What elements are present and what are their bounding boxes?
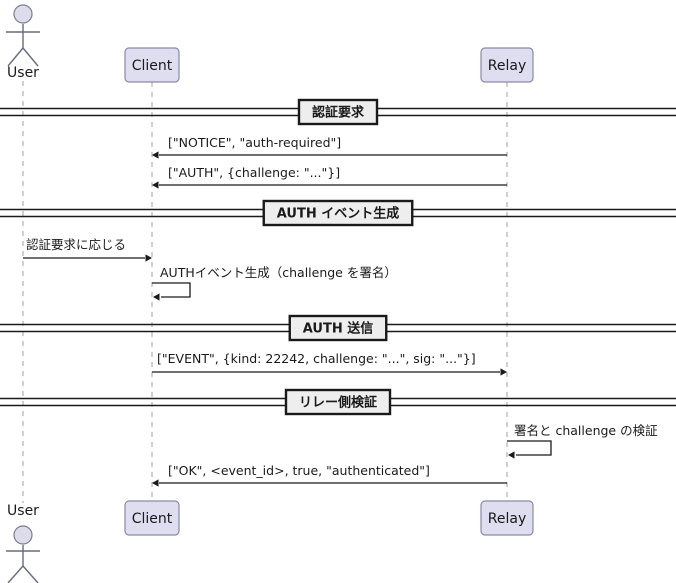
divider-label-text: AUTH イベント生成	[277, 206, 400, 222]
actor-label-user: User	[7, 503, 39, 519]
participant-client-bottom[interactable]: Client	[124, 500, 180, 536]
participant-relay-bottom[interactable]: Relay	[480, 500, 534, 536]
divider-auth-event: AUTH イベント生成	[0, 199, 676, 227]
msg-client-self-sign: AUTHイベント生成（challenge を署名）	[152, 265, 397, 301]
arrowhead-icon	[145, 254, 152, 262]
participant-box	[480, 47, 534, 83]
arrowhead-icon	[508, 451, 515, 459]
participant-label-relay: Relay	[488, 58, 526, 74]
arrowhead-icon	[152, 151, 159, 159]
divider-label-text: 認証要求	[312, 105, 365, 121]
actor-head-icon	[13, 525, 33, 545]
divider-relay-verify: リレー側検証	[0, 388, 676, 416]
participant-label-relay: Relay	[488, 511, 526, 527]
message-label: 認証要求に応じる	[26, 237, 126, 252]
divider-label-text: AUTH 送信	[303, 321, 374, 337]
divider-label-box	[262, 199, 414, 227]
msg-ok-authenticated: ["OK", <event_id>, true, "authenticated"…	[152, 463, 507, 487]
self-message-path	[507, 440, 552, 456]
participant-label-client: Client	[132, 511, 173, 527]
message-label: 署名と challenge の検証	[514, 423, 658, 438]
participant-relay-top[interactable]: Relay	[480, 47, 534, 83]
actor-user-bottom[interactable]: User	[6, 503, 40, 583]
arrowhead-icon	[500, 368, 507, 376]
arrowhead-icon	[152, 181, 159, 189]
divider-auth-send: AUTH 送信	[0, 314, 676, 342]
lifelines-layer	[22, 81, 508, 503]
msg-user-responds: 認証要求に応じる	[23, 237, 152, 262]
message-label: ["EVENT", {kind: 22242, challenge: "..."…	[157, 351, 476, 366]
msg-relay-self-verify: 署名と challenge の検証	[507, 423, 658, 459]
actor-leg-left	[7, 47, 24, 67]
actor-user-top[interactable]: User	[6, 4, 40, 81]
msg-auth-challenge: ["AUTH", {challenge: "..."}]	[152, 165, 507, 189]
message-label: ["AUTH", {challenge: "..."}]	[168, 165, 340, 180]
message-label: ["NOTICE", "auth-required"]	[168, 135, 341, 150]
actor-leg-right	[22, 565, 39, 583]
message-label: ["OK", <event_id>, true, "authenticated"…	[168, 463, 430, 478]
actor-leg-left	[7, 565, 24, 583]
divider-label-box	[288, 314, 388, 342]
divider-label-box	[297, 98, 379, 126]
participant-box	[124, 500, 180, 536]
messages-layer: ["NOTICE", "auth-required"] ["AUTH", {cha…	[23, 135, 658, 487]
actor-label-user: User	[7, 65, 39, 81]
divider-label-box	[284, 388, 392, 416]
self-message-path	[152, 282, 191, 298]
divider-label-text: リレー側検証	[299, 395, 377, 411]
msg-notice-auth-required: ["NOTICE", "auth-required"]	[152, 135, 507, 159]
participant-box	[124, 47, 180, 83]
participant-client-top[interactable]: Client	[124, 47, 180, 83]
message-label: AUTHイベント生成（challenge を署名）	[160, 265, 397, 280]
divider-auth-request: 認証要求	[0, 98, 676, 126]
participant-label-client: Client	[132, 58, 173, 74]
participant-box	[480, 500, 534, 536]
arrowhead-icon	[152, 479, 159, 487]
actor-head-icon	[13, 4, 33, 24]
msg-event-auth: ["EVENT", {kind: 22242, challenge: "..."…	[152, 351, 507, 376]
arrowhead-icon	[153, 293, 160, 301]
actor-leg-right	[22, 47, 39, 67]
